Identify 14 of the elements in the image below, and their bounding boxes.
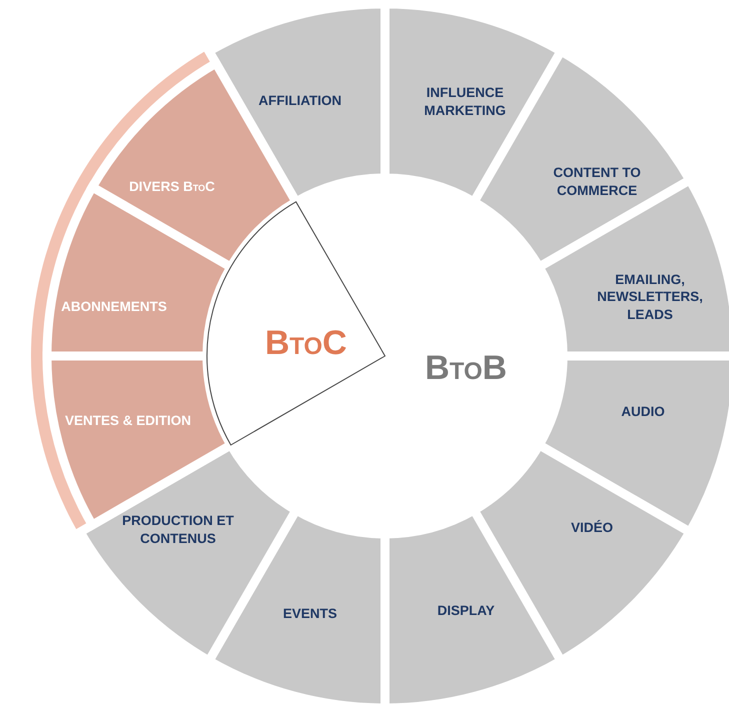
segment-label: VIDÉO: [570, 519, 613, 537]
segment-label: INFLUENCE MARKETING: [423, 84, 507, 120]
segment-label: DISPLAY: [437, 602, 495, 620]
segment-label: VENTES & EDITION: [64, 412, 191, 430]
segment-label: AFFILIATION: [258, 92, 342, 110]
segment-label: PRODUCTION ET CONTENUS: [121, 512, 235, 548]
center-label: BtoC: [264, 324, 347, 362]
center-label: BtoB: [424, 348, 507, 388]
segment-label: EMAILING, NEWSLETTERS, LEADS: [596, 270, 704, 324]
segment-label: ABONNEMENTS: [61, 298, 167, 316]
segment-label: CONTENT TO COMMERCE: [552, 164, 642, 200]
segment-label: AUDIO: [621, 403, 665, 421]
segment-label: EVENTS: [282, 605, 337, 623]
segment-label: DIVERS BtoC: [129, 178, 215, 196]
